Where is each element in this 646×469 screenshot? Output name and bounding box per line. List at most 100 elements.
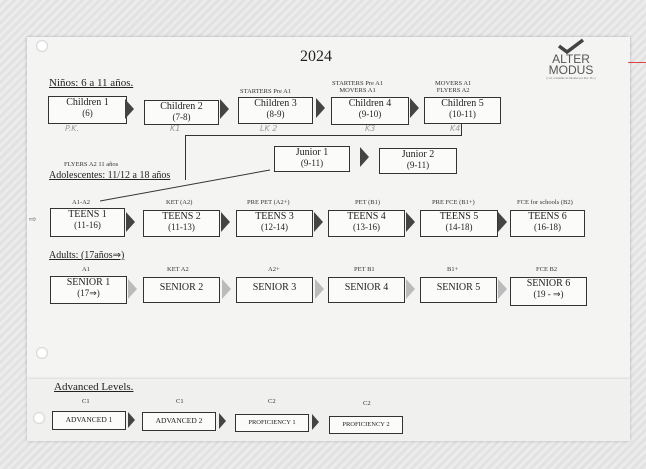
course-name: SENIOR 4 [344,282,389,293]
course-name: PROFICIENCY 1 [248,419,296,426]
paper-sheet-bottom [27,379,630,441]
arrow-icon [316,98,325,118]
course-age: (11-16) [74,220,101,230]
ninos-level-label: MOVERS A1 FLYERS A2 [435,80,472,94]
course-name: SENIOR 2 [159,282,204,293]
handwritten-note: P.K. [65,124,80,133]
course-box-advanced-2: ADVANCED 2 [142,412,216,431]
teens-level-label: FCE for schools (B2) [517,199,573,206]
arrow-icon [406,279,415,299]
course-name: Children 1 [66,97,109,108]
arrow-icon [498,212,507,232]
handwritten-note: K4 [450,124,461,133]
course-age: (6) [82,108,93,118]
red-mark [628,62,646,63]
course-name: TEENS 6 [528,211,567,222]
course-name: SENIOR 6 [526,278,571,289]
course-box-proficiency-1: PROFICIENCY 1 [235,414,309,432]
course-name: SENIOR 3 [252,282,297,293]
teens-level-label: KET (A2) [166,199,193,206]
course-name: Children 3 [254,98,297,109]
arrow-icon [128,412,135,428]
ninos-header: Niños: 6 a 11 años. [49,77,134,89]
course-box-teens-3: TEENS 3(12-14) [236,210,313,237]
adults-level-label: KET A2 [167,266,189,273]
course-name: Children 4 [348,98,392,109]
logo-tagline: (cod. academie de idiomes por Bor. Pta.) [546,76,596,80]
course-box-junior-1: Junior 1(9-11) [274,146,350,172]
handwritten-note: LK 2 [260,124,278,133]
course-age: (8-9) [266,109,285,119]
course-box-teens-1: TEENS 1(11-16) [50,208,125,237]
course-box-senior-4: SENIOR 4 [328,277,405,303]
arrow-icon [312,414,319,430]
course-box-senior-5: SENIOR 5 [420,277,497,303]
teens-level-label: PET (B1) [355,199,380,206]
course-name: SENIOR 1 [66,277,111,288]
course-box-senior-6: SENIOR 6(19 - ⇒) [510,277,587,306]
arrow-icon [222,279,231,299]
course-box-teens-4: TEENS 4(13-16) [328,210,405,237]
arrow-icon [219,413,226,429]
course-age: (19 - ⇒) [533,289,564,299]
course-age: (13-16) [353,222,380,232]
advanced-header: Advanced Levels. [54,381,134,393]
arrow-icon [128,279,137,299]
course-name: PROFICIENCY 2 [342,421,390,428]
course-box-teens-6: TEENS 6(16-18) [510,210,585,237]
course-name: TEENS 1 [68,209,107,220]
teens-level-label: PRE PET (A2+) [247,199,290,206]
advanced-level-label: C1 [82,398,90,405]
punch-hole [33,412,45,424]
course-age: (9-10) [358,109,382,119]
connector-line [461,123,462,136]
adults-level-label: PET B1 [354,266,375,273]
course-box-children-3: Children 3(8-9) [238,97,313,124]
paper-sheet [27,37,630,379]
course-name: TEENS 4 [347,211,386,222]
course-age: (9-11) [406,160,430,170]
year-title: 2024 [300,48,332,65]
ninos-level-label: STARTERS Pre A1 [240,88,292,95]
adolescentes-header: Adolescentes: 11/12 a 18 años [49,170,171,181]
course-age: (9-11) [300,158,324,168]
course-box-teens-5: TEENS 5(14-18) [420,210,498,237]
ninos-level-label: STARTERS Pre A1 MOVERS A1 [332,80,384,94]
course-age: (17⇒) [77,288,100,298]
teens-level-label: A1-A2 [72,199,91,206]
logo-line2: MODUS [548,63,594,77]
connector-diagonal [100,169,271,202]
arrow-icon [406,212,415,232]
course-box-junior-2: Junior 2(9-11) [379,148,457,174]
course-box-children-1: Children 1(6) [48,96,127,124]
punch-hole [36,347,48,359]
course-box-children-2: Children 2(7-8) [144,100,219,125]
alter-modus-logo: ALTER MODUS (cod. academie de idiomes po… [536,38,606,83]
handwritten-note: K1 [170,124,181,133]
course-name: ADVANCED 2 [155,416,203,425]
course-name: Children 5 [441,98,484,109]
arrow-icon [221,212,230,232]
course-box-senior-3: SENIOR 3 [236,277,313,303]
course-box-children-5: Children 5(10-11) [424,97,501,124]
connector-line [185,135,186,180]
course-name: ADVANCED 1 [65,415,113,424]
teens-level-label: PRE FCE (B1+) [432,199,475,206]
course-name: TEENS 2 [162,211,201,222]
adults-level-label: B1+ [447,266,459,273]
course-box-senior-2: SENIOR 2 [143,277,220,303]
side-arrow-icon: ⇨ [29,214,37,224]
course-box-proficiency-2: PROFICIENCY 2 [329,416,403,434]
course-name: SENIOR 5 [436,282,481,293]
course-name: Junior 1 [295,147,329,158]
flyers-note: FLYERS A2 11 años [64,161,119,168]
advanced-level-label: C2 [363,400,371,407]
arrow-icon [315,279,324,299]
course-age: (10-11) [449,109,476,119]
arrow-icon [360,147,369,167]
course-age: (7-8) [172,112,191,122]
arrow-icon [498,279,507,299]
course-name: TEENS 3 [255,211,294,222]
course-box-teens-2: TEENS 2(11-13) [143,210,220,237]
arrow-icon [126,212,135,232]
